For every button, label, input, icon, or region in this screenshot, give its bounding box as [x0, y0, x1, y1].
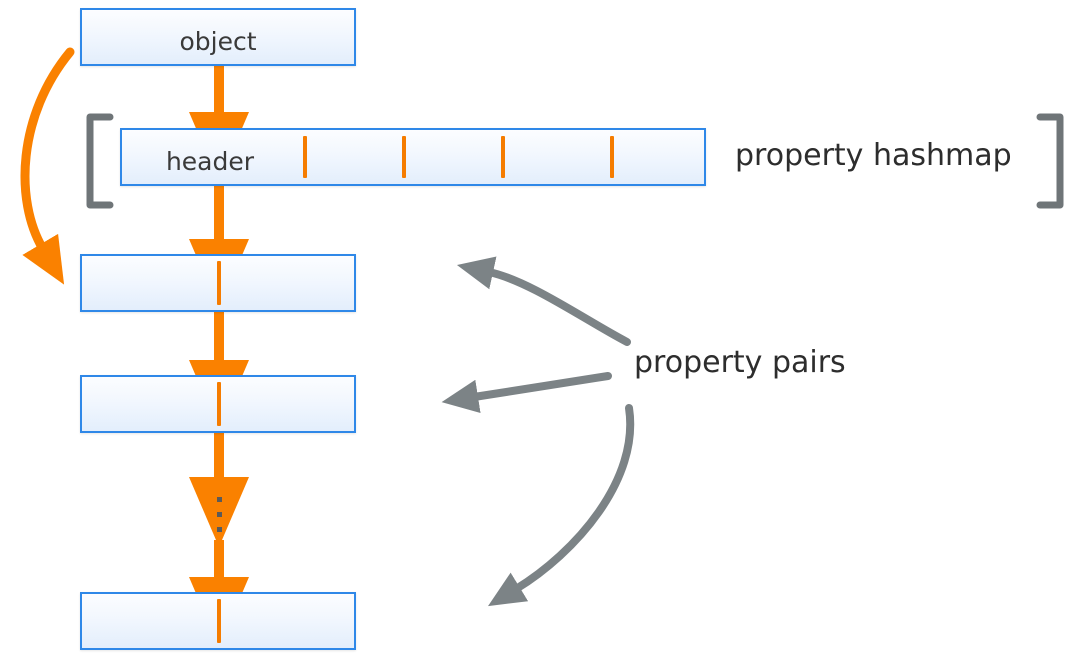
hashmap-slot-tick-1: [303, 136, 307, 178]
gray-arrow-to-pair2: [441, 372, 612, 413]
object-box[interactable]: [80, 8, 356, 66]
property-pair-divider-1: [217, 261, 221, 305]
hashmap-slot-tick-4: [610, 136, 614, 178]
ellipsis-dot-2: [217, 512, 222, 517]
hashmap-slot-tick-2: [402, 136, 406, 178]
ellipsis-dot-1: [217, 497, 222, 502]
orange-curved-arrow-object-to-pair: [20, 47, 75, 285]
gray-arrow-to-pair1: [456, 256, 631, 346]
property-hashmap-annotation: property hashmap: [735, 138, 1012, 173]
object-box-label: object: [179, 27, 257, 56]
hashmap-header-label: header: [165, 147, 255, 176]
property-pair-divider-last: [217, 599, 221, 643]
property-pairs-annotation: property pairs: [634, 345, 846, 380]
gray-arrow-to-pairlast: [488, 404, 635, 607]
hashmap-slot-tick-3: [501, 136, 505, 178]
property-hashmap-box[interactable]: [120, 128, 706, 186]
bracket-right: [1036, 113, 1064, 209]
ellipsis-dot-3: [217, 527, 222, 532]
property-pair-divider-2: [217, 382, 221, 426]
bracket-left: [86, 113, 114, 209]
